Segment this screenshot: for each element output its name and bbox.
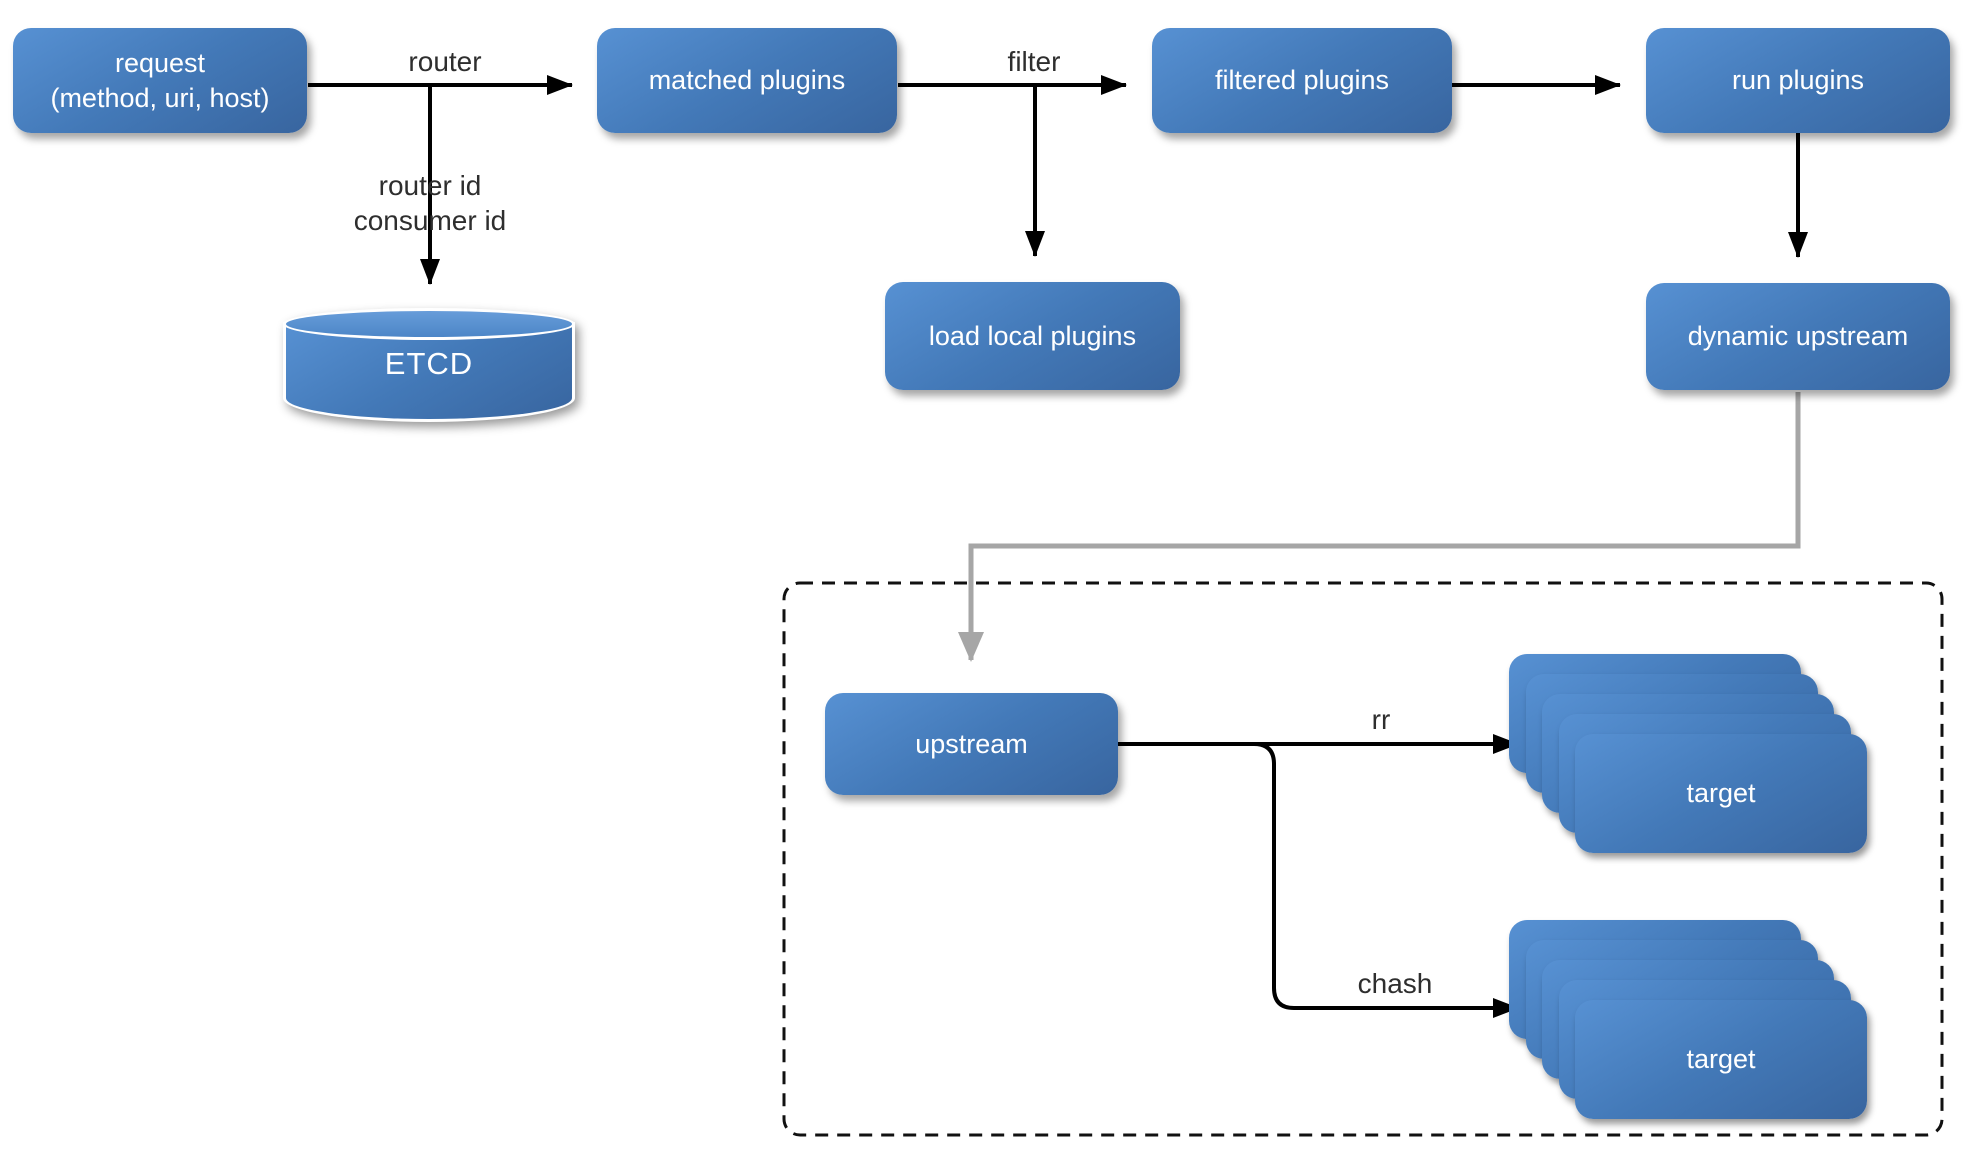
target-stack-front: target bbox=[1575, 1000, 1867, 1119]
request-label-line1: request bbox=[114, 47, 206, 78]
target-chash-label: target bbox=[1686, 1044, 1756, 1074]
edge-upstream-to-target-chash bbox=[1253, 742, 1519, 1018]
filtered-plugins-label: filtered plugins bbox=[1214, 65, 1390, 95]
node-run-plugins: run plugins bbox=[1646, 28, 1950, 133]
node-filtered-plugins: filtered plugins bbox=[1152, 28, 1452, 133]
etcd-cylinder-top bbox=[283, 308, 575, 340]
upstream-label: upstream bbox=[915, 728, 1028, 759]
load-local-plugins-label: load local plugins bbox=[928, 320, 1137, 351]
node-target-stack-chash: target bbox=[1509, 920, 1869, 1120]
edge-dynamic-upstream-to-upstream bbox=[958, 392, 1801, 662]
request-label-line2: (method, uri, host) bbox=[50, 82, 270, 113]
node-etcd-database: ETCD bbox=[283, 308, 575, 422]
edge-label-chash: chash bbox=[1357, 968, 1433, 999]
node-matched-plugins: matched plugins bbox=[597, 28, 897, 133]
node-upstream: upstream bbox=[825, 693, 1118, 795]
edge-label-filter: filter bbox=[1007, 46, 1061, 77]
etcd-label: ETCD bbox=[384, 346, 474, 381]
matched-plugins-label: matched plugins bbox=[648, 65, 846, 95]
node-dynamic-upstream: dynamic upstream bbox=[1646, 283, 1950, 390]
target-stack-front: target bbox=[1575, 734, 1867, 853]
edge-label-consumer-id: consumer id bbox=[353, 205, 507, 236]
node-load-local-plugins: load local plugins bbox=[885, 282, 1180, 390]
node-request: request (method, uri, host) bbox=[13, 28, 307, 133]
edge-label-router: router bbox=[408, 46, 482, 77]
edge-label-rr: rr bbox=[1371, 704, 1391, 735]
edge-label-router-id-consumer-id: router id consumer id bbox=[330, 168, 530, 238]
target-rr-label: target bbox=[1686, 778, 1756, 808]
edge-label-router-id: router id bbox=[378, 170, 482, 201]
dynamic-upstream-label: dynamic upstream bbox=[1687, 321, 1909, 351]
node-target-stack-rr: target bbox=[1509, 654, 1869, 854]
run-plugins-label: run plugins bbox=[1731, 65, 1865, 95]
upstream-group-dashed-border bbox=[782, 581, 1944, 1137]
